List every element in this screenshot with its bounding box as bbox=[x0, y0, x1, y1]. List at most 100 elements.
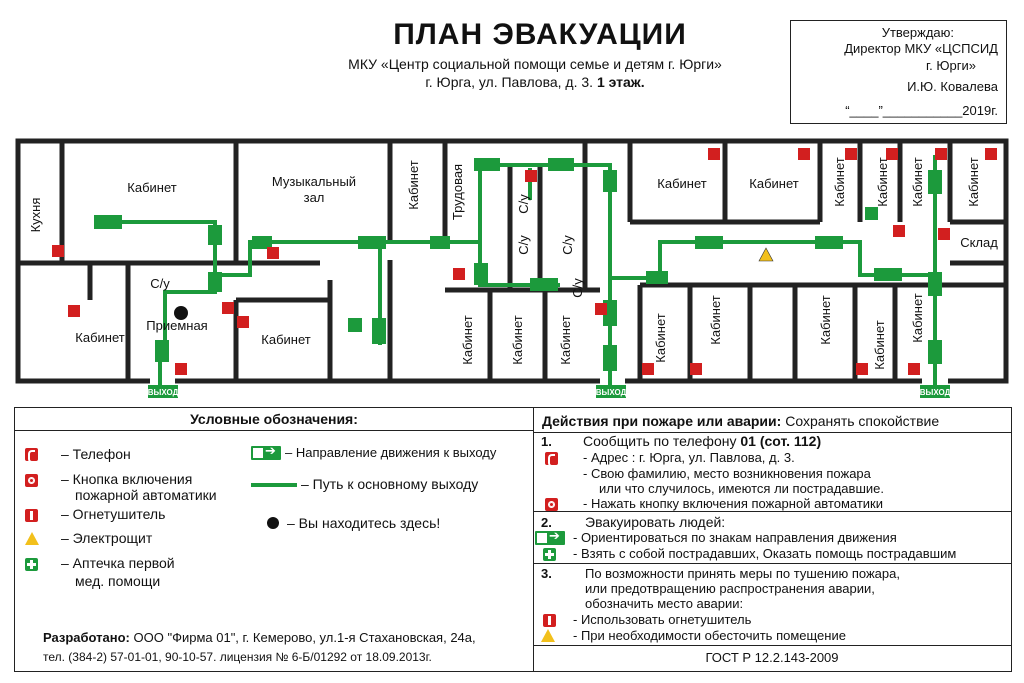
license-line: тел. (384-2) 57-01-01, 90-10-57. лицензи… bbox=[43, 650, 432, 664]
floor-label: 1 этаж. bbox=[596, 74, 645, 90]
exit-signs: ВЫХОД ВЫХОД ВЫХОД bbox=[148, 385, 951, 398]
alarm-button-icon bbox=[237, 316, 249, 328]
extinguisher-icon bbox=[453, 268, 465, 280]
step-3-extinguisher: - Использовать огнетушитель bbox=[573, 612, 752, 627]
extinguisher-icon bbox=[222, 302, 234, 314]
step-1-name: - Свою фамилию, место возникновения пожа… bbox=[583, 466, 871, 481]
exit-label-3: ВЫХОД bbox=[920, 388, 951, 397]
legend-direction: – Направление движения к выходу bbox=[285, 445, 497, 460]
actions-heading-rest: Сохранять спокойствие bbox=[785, 413, 940, 429]
legend-heading: Условные обозначения: bbox=[15, 408, 534, 431]
alarm-button-icon bbox=[545, 498, 558, 511]
svg-text:Кабинет: Кабинет bbox=[657, 176, 706, 191]
svg-text:Кабинет: Кабинет bbox=[460, 315, 475, 364]
svg-text:Музыкальный: Музыкальный bbox=[272, 174, 356, 189]
first-aid-icon bbox=[543, 548, 556, 561]
svg-text:Трудовая: Трудовая bbox=[450, 164, 465, 220]
phone-icon bbox=[935, 148, 947, 160]
extinguisher-icon bbox=[25, 509, 38, 522]
svg-text:Кабинет: Кабинет bbox=[875, 157, 890, 206]
step-3-line-2: или предотвращению распространения авари… bbox=[585, 581, 875, 596]
address-line: г. Юрга, ул. Павлова, д. 3. 1 этаж. bbox=[310, 74, 760, 90]
developer-label: Разработано: bbox=[43, 630, 130, 645]
svg-text:Кабинет: Кабинет bbox=[127, 180, 176, 195]
phone-icon bbox=[545, 452, 558, 467]
svg-text:зал: зал bbox=[304, 190, 325, 205]
svg-text:Кабинет: Кабинет bbox=[558, 315, 573, 364]
step-1-title-text: Сообщить по телефону bbox=[583, 433, 737, 449]
alarm-button-icon bbox=[175, 363, 187, 375]
actions-heading: Действия при пожаре или аварии: Сохранят… bbox=[542, 413, 939, 429]
step-3-line-1: По возможности принять меры по тушению п… bbox=[585, 566, 900, 581]
phone-icon bbox=[845, 148, 857, 160]
step-1-button: - Нажать кнопку включения пожарной автом… bbox=[583, 496, 884, 511]
step-2-number: 2. bbox=[541, 515, 552, 530]
step-3-number: 3. bbox=[541, 566, 552, 581]
electric-panel-icon bbox=[758, 247, 774, 262]
alarm-button-icon bbox=[25, 474, 38, 487]
extinguisher-icon bbox=[893, 225, 905, 237]
svg-text:Кабинет: Кабинет bbox=[708, 295, 723, 344]
phone-icon bbox=[798, 148, 810, 160]
svg-text:Кабинет: Кабинет bbox=[910, 293, 925, 342]
path-line-sample bbox=[251, 483, 297, 487]
step-3-power: - При необходимости обесточить помещение bbox=[573, 628, 846, 643]
svg-text:С/у: С/у bbox=[516, 235, 531, 255]
actions-divider-3 bbox=[533, 645, 1011, 646]
actions-divider-2 bbox=[533, 563, 1011, 564]
phone-icon bbox=[642, 363, 654, 375]
step-1-address: - Адрес : г. Юрга, ул. Павлова, д. 3. bbox=[583, 450, 795, 465]
floor-plan: ВЫХОД ВЫХОД ВЫХОД Кухня Кабинет Муз bbox=[15, 138, 1009, 398]
svg-text:Кабинет: Кабинет bbox=[75, 330, 124, 345]
actions-divider-1 bbox=[533, 511, 1011, 512]
phone-icon bbox=[708, 148, 720, 160]
actions-divider-top bbox=[533, 432, 1011, 433]
electric-panel-icon bbox=[541, 629, 555, 642]
exit-label-2: ВЫХОД bbox=[596, 388, 627, 397]
alarm-button-icon bbox=[908, 363, 920, 375]
svg-text:Кабинет: Кабинет bbox=[653, 313, 668, 362]
svg-text:Кухня: Кухня bbox=[28, 198, 43, 233]
gost-reference: ГОСТ Р 12.2.143-2009 bbox=[705, 650, 839, 665]
organization-name: МКУ «Центр социальной помощи семье и дет… bbox=[348, 56, 722, 72]
approval-line-2: Директор МКУ «ЦСПСИД bbox=[844, 41, 998, 56]
direction-signs bbox=[94, 158, 942, 371]
step-2-help: - Взять с собой пострадавших, Оказать по… bbox=[573, 546, 957, 561]
legend-phone: – Телефон bbox=[61, 446, 131, 462]
step-1-number: 1. bbox=[541, 434, 552, 449]
svg-text:С/у: С/у bbox=[150, 276, 170, 291]
approval-line-1: Утверждаю: bbox=[881, 25, 954, 40]
svg-text:Склад: Склад bbox=[960, 235, 998, 250]
svg-text:Кабинет: Кабинет bbox=[749, 176, 798, 191]
phone-icon bbox=[690, 363, 702, 375]
legend-button-2: пожарной автоматики bbox=[75, 487, 217, 503]
actions-heading-bold: Действия при пожаре или аварии: bbox=[542, 413, 782, 429]
svg-text:Кабинет: Кабинет bbox=[966, 157, 981, 206]
legend-aid-2: мед. помощи bbox=[75, 573, 161, 589]
developer-line: Разработано: ООО "Фирма 01", г. Кемерово… bbox=[43, 630, 476, 645]
approval-block: Утверждаю: Директор МКУ «ЦСПСИД г. Юрги»… bbox=[790, 20, 1007, 124]
legend-electric: – Электрощит bbox=[61, 530, 153, 546]
legend-extinguisher: – Огнетушитель bbox=[61, 506, 166, 522]
svg-text:Кабинет: Кабинет bbox=[261, 332, 310, 347]
extinguisher-icon bbox=[938, 228, 950, 240]
extinguisher-icon bbox=[543, 614, 556, 627]
phone-icon bbox=[25, 448, 38, 463]
approval-line-5: “____”___________2019г. bbox=[845, 103, 998, 118]
step-1-what: или что случилось, имеются ли пострадавш… bbox=[599, 481, 884, 496]
info-panel: Условные обозначения: – Телефон – Кнопка… bbox=[14, 407, 1012, 672]
extinguisher-icon bbox=[525, 170, 537, 182]
extinguisher-icon bbox=[595, 303, 607, 315]
step-2-signs: - Ориентироваться по знакам направления … bbox=[573, 530, 897, 545]
step-2-title: Эвакуировать людей: bbox=[585, 514, 726, 530]
svg-text:Кабинет: Кабинет bbox=[818, 295, 833, 344]
approval-line-3: г. Юрги» bbox=[926, 58, 976, 73]
extinguisher-icon bbox=[267, 247, 279, 259]
you-are-here-sample bbox=[267, 517, 279, 529]
plan-title: ПЛАН ЭВАКУАЦИИ bbox=[393, 18, 687, 51]
phone-icon bbox=[985, 148, 997, 160]
svg-text:С/у: С/у bbox=[570, 278, 585, 298]
phone-icon bbox=[856, 363, 868, 375]
step-1-phone: 01 (сот. 112) bbox=[740, 433, 822, 449]
safety-icons bbox=[52, 148, 997, 375]
